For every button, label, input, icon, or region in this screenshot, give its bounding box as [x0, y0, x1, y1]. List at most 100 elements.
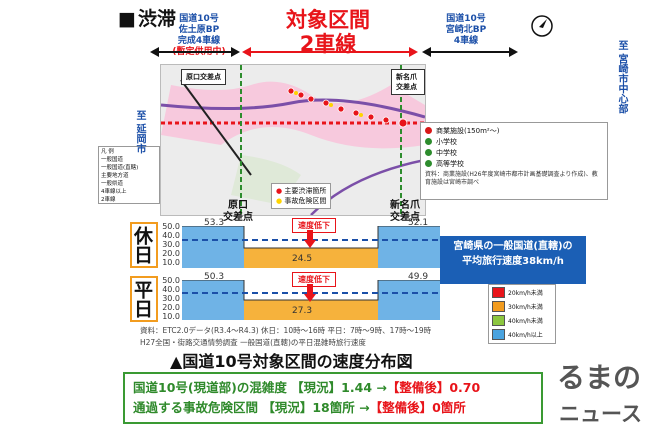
summary-line-1-text: 国道10号(現道部)の混雑度 【現況】1.44 → — [133, 380, 387, 395]
facility-legend-note: 資料：商業施設(H26年度宮崎市都市計画基礎調査より作成)、教育施設は宮崎市調べ — [425, 171, 598, 186]
summary-line-2-after: 【整備後】0箇所 — [369, 400, 466, 415]
left-route-line-1: 国道10号 — [179, 14, 219, 24]
facility-legend-row: 高等学校 — [425, 158, 603, 169]
holiday-speed-profile — [182, 226, 440, 268]
figure-caption: 国道10号対象区間の速度分布図 — [170, 348, 412, 372]
holiday-right-value: 52.1 — [408, 218, 429, 228]
holiday-drop-label: 速度低下 — [292, 218, 336, 233]
summary-box: 国道10号(現道部)の混雑度 【現況】1.44 →【整備後】0.70 通過する事… — [123, 372, 543, 424]
route-legend-item-2: 一般国道(直轄) — [101, 165, 139, 171]
axis-tick: 40.0 — [162, 285, 180, 294]
facility-legend-label: 中学校 — [436, 148, 457, 157]
left-route-line-2: 佐土原BP — [178, 25, 220, 35]
map-inner-legend: ● 主要渋滞箇所 ● 事故危険区間 — [271, 183, 332, 209]
holiday-axis: 50.0 40.0 30.0 20.0 10.0 — [160, 222, 180, 267]
high-school-icon — [425, 160, 432, 167]
summary-line-2: 通過する事故危険区間 【現況】18箇所 →【整備後】0箇所 — [133, 398, 533, 418]
speed-legend-label: 30km/h未満 — [508, 303, 543, 311]
axis-tick: 20.0 — [162, 249, 180, 258]
speed-legend-row: 40km/h未満 — [489, 313, 555, 327]
facility-legend: 商業施設(150m²～) 小学校 中学校 高等学校 資料：商業施設(H26年度宮… — [420, 122, 608, 200]
facility-legend-row: 小学校 — [425, 136, 603, 147]
speed-swatch — [492, 328, 505, 340]
section-heading: 渋滞 — [118, 4, 176, 31]
holiday-label: 休日 — [130, 222, 158, 268]
summary-line-1-after: 【整備後】0.70 — [386, 380, 481, 395]
average-speed-callout: 宮崎県の一般国道(直轄)の 平均旅行速度38km/h — [440, 236, 586, 284]
left-route-line-3: 完成4車線 — [177, 36, 221, 46]
summary-line-1: 国道10号(現道部)の混雑度 【現況】1.44 →【整備後】0.70 — [133, 378, 533, 398]
axis-tick: 50.0 — [162, 276, 180, 285]
axis-tick: 10.0 — [162, 312, 180, 321]
speed-legend-row: 30km/h未満 — [489, 299, 555, 313]
right-route-label: 国道10号 宮崎北BP 4車線 — [422, 14, 510, 47]
axis-tick: 50.0 — [162, 222, 180, 231]
route-legend-item-5: 4車線以上 — [101, 189, 127, 195]
direction-nobeoka: 至 延岡市 — [134, 110, 145, 154]
inner-legend-congestion: 主要渋滞箇所 — [284, 187, 327, 195]
weekday-down-arrow-icon — [304, 284, 316, 302]
speed-legend-row: 20km/h未満 — [489, 285, 555, 299]
speed-swatch — [492, 300, 505, 312]
logo-icon: るまの ニュース — [557, 361, 642, 426]
north-arrow-icon — [531, 15, 553, 37]
axis-tick: 40.0 — [162, 231, 180, 240]
route-legend-header: 凡 例 — [101, 149, 114, 155]
elementary-school-icon — [425, 138, 432, 145]
direction-miyazaki-center: 至 宮崎市中心部 — [616, 40, 627, 114]
weekday-left-value: 50.3 — [204, 272, 225, 282]
map-tag-shinnazume: 新名爪交差点 — [391, 69, 425, 95]
axis-tick: 10.0 — [162, 258, 180, 267]
speed-legend-row: 40km/h以上 — [489, 327, 555, 341]
route-legend-item-1: 一般国道 — [101, 157, 124, 163]
speed-swatch — [492, 286, 505, 298]
kuruma-no-news-logo: るまの ニュース — [555, 355, 647, 430]
map-tag-haraguchi: 原口交差点 — [181, 69, 226, 85]
inner-legend-accident: 事故危険区間 — [284, 197, 327, 205]
intersection-shinnazume-line2: 交差点 — [390, 212, 420, 223]
route-legend: 凡 例 一般国道 一般国道(直轄) 主要地方道 一般県道 4車線以上 2車線 — [98, 146, 160, 204]
route-legend-item-3: 主要地方道 — [101, 173, 129, 179]
intersection-shinnazume-line1: 新名爪 — [390, 200, 420, 211]
route-legend-item-4: 一般県道 — [101, 181, 124, 187]
axis-tick: 30.0 — [162, 294, 180, 303]
speed-swatch — [492, 314, 505, 326]
summary-line-2-text: 通過する事故危険区間 【現況】18箇所 → — [133, 400, 370, 415]
span-arrows — [150, 47, 518, 57]
weekday-right-value: 49.9 — [408, 272, 429, 282]
speed-legend-label: 40km/h未満 — [508, 317, 543, 325]
holiday-left-value: 53.3 — [204, 218, 225, 228]
speed-legend-label: 40km/h以上 — [508, 331, 543, 339]
facility-legend-label: 小学校 — [436, 137, 457, 146]
source-line-1: 資料：ETC2.0データ(R3.4～R4.3) 休日：10時～16時 平日：7時… — [140, 326, 432, 335]
axis-tick: 20.0 — [162, 303, 180, 312]
right-route-line-1: 国道10号 — [446, 14, 486, 24]
commercial-icon — [425, 127, 432, 134]
facility-legend-row: 中学校 — [425, 147, 603, 158]
callout-line-2: 平均旅行速度38km/h — [462, 256, 564, 267]
logo-line-2: ニュース — [559, 402, 642, 426]
junior-high-icon — [425, 149, 432, 156]
intersection-haraguchi: 原口 交差点 — [218, 200, 258, 224]
facility-legend-row: 商業施設(150m²～) — [425, 125, 603, 136]
speed-legend-label: 20km/h未満 — [508, 289, 543, 297]
route-legend-item-6: 2車線 — [101, 197, 116, 203]
holiday-down-arrow-icon — [304, 230, 316, 248]
intersection-haraguchi-line2: 交差点 — [223, 212, 253, 223]
facility-legend-label: 高等学校 — [436, 159, 464, 168]
right-route-line-3: 4車線 — [453, 36, 479, 46]
intersection-haraguchi-line1: 原口 — [228, 200, 248, 211]
facility-legend-label: 商業施設(150m²～) — [436, 126, 500, 135]
speed-legend: 20km/h未満 30km/h未満 40km/h未満 40km/h以上 — [488, 284, 556, 344]
axis-tick: 30.0 — [162, 240, 180, 249]
right-route-line-2: 宮崎北BP — [445, 25, 487, 35]
callout-line-1: 宮崎県の一般国道(直轄)の — [453, 241, 573, 252]
route-map: 原口交差点 新名爪交差点 ● 主要渋滞箇所 ● 事故危険区間 — [160, 64, 426, 216]
target-section-title: 対象区間 — [286, 8, 370, 32]
logo-line-1: るまの — [557, 361, 641, 394]
intersection-shinnazume: 新名爪 交差点 — [382, 200, 428, 224]
data-source-note: 資料：ETC2.0データ(R3.4～R4.3) 休日：10時～16時 平日：7時… — [140, 325, 431, 349]
source-line-2: H27全国・街路交通情勢調査 一般国道(直轄)の平日混雑時旅行速度 — [140, 338, 366, 347]
weekday-axis: 50.0 40.0 30.0 20.0 10.0 — [160, 276, 180, 321]
weekday-drop-label: 速度低下 — [292, 272, 336, 287]
